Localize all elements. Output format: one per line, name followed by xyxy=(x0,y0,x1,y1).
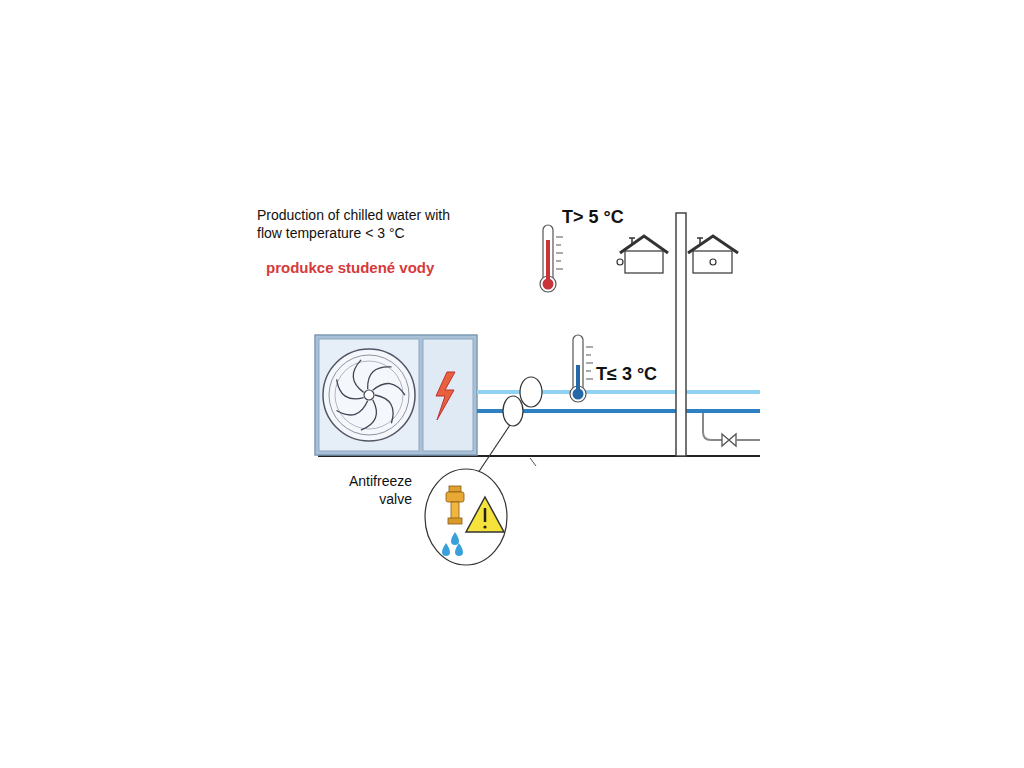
fan-blade xyxy=(375,395,393,423)
part-label: Antifreeze valve xyxy=(326,472,412,508)
thermometer-warm xyxy=(540,225,563,292)
house-icon xyxy=(617,236,668,273)
fan-blade xyxy=(337,401,368,415)
translation-text: produkce studené vody xyxy=(266,258,434,278)
thermometer-cold xyxy=(570,335,593,402)
fan-blade xyxy=(361,400,377,430)
house-icon xyxy=(688,236,738,273)
drain-branch xyxy=(703,413,722,440)
valve-symbol xyxy=(722,434,736,446)
valve-marker xyxy=(520,377,542,407)
callout-detail xyxy=(425,469,507,565)
temperature-label: T≤ 3 °C xyxy=(596,363,657,386)
fan-blade xyxy=(373,383,405,395)
wall xyxy=(676,213,686,456)
leader-line xyxy=(478,425,510,473)
temperature-label: T> 5 °C xyxy=(562,206,624,229)
tick xyxy=(530,458,536,466)
heat-pump-unit xyxy=(315,335,477,455)
fan-blade xyxy=(353,360,363,393)
note-text: Production of chilled water with flow te… xyxy=(257,206,453,242)
warning-triangle xyxy=(466,497,504,532)
lightning-symbol xyxy=(436,372,455,420)
valve-marker xyxy=(503,396,523,426)
